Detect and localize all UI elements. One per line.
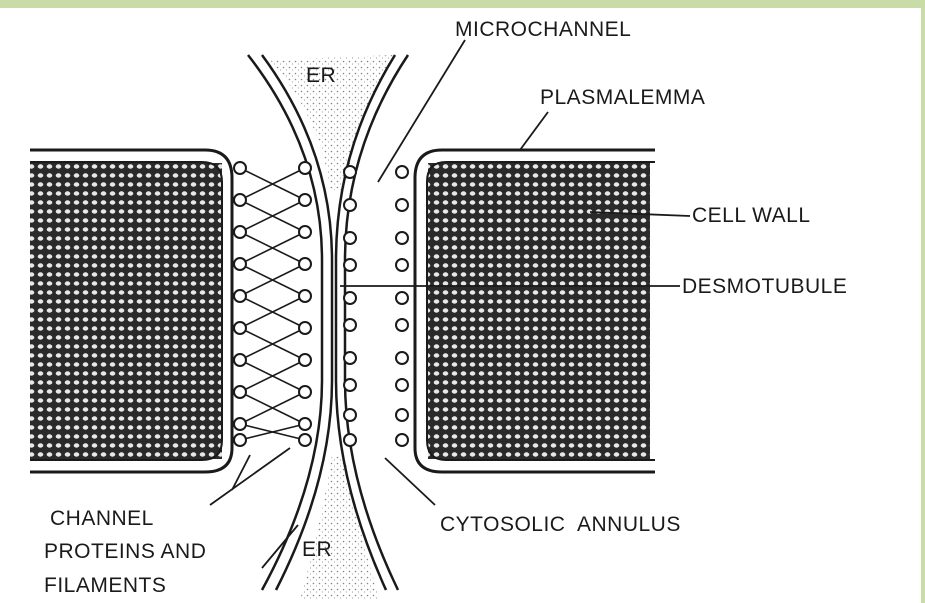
er-bottom-region [300,455,380,600]
channel-label-line3: FILAMENTS [44,574,166,597]
channel-label-line2: PROTEINS AND [44,540,206,563]
left-cell-wall [30,150,232,472]
cell-wall-label: CELL WALL [692,204,811,227]
plasmalemma-label: PLASMALEMMA [540,86,705,109]
right-cell-wall [415,150,655,472]
channel-filaments [240,168,305,440]
er-top-label: ER [306,64,336,87]
er-bottom-label: ER [302,538,332,561]
microchannel-label: MICROCHANNEL [455,18,631,41]
desmotubule-label: DESMOTUBULE [682,275,847,298]
channel-label-line1: CHANNEL [50,507,154,530]
cytosolic-annulus-label: CYTOSOLIC ANNULUS [440,513,681,536]
